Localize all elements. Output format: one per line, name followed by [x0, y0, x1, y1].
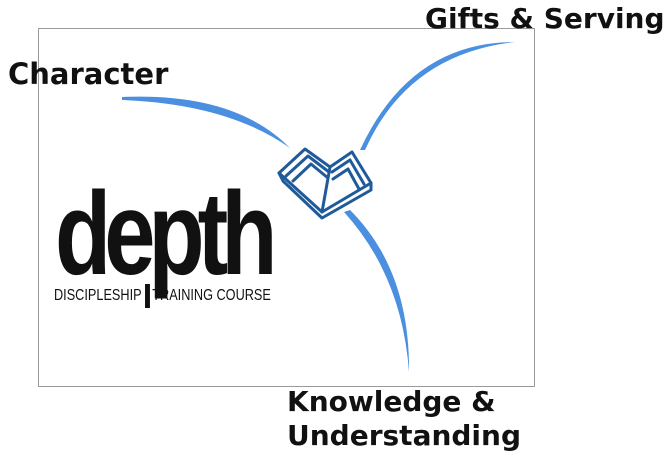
logo-subtitle-left: DISCIPLESHIP — [54, 287, 142, 304]
node-label-knowledge-line1: Knowledge & — [287, 385, 496, 418]
logo-subtitle-right: TRAINING COURSE — [152, 287, 271, 304]
logo-word: depth — [55, 168, 277, 300]
arc-knowledge — [344, 210, 410, 372]
node-label-knowledge-understanding: Knowledge & Understanding — [287, 385, 521, 452]
node-label-knowledge-line2: Understanding — [287, 418, 522, 452]
arc-character — [122, 96, 290, 148]
node-label-character: Character — [8, 57, 169, 91]
arc-gifts — [360, 42, 515, 150]
diagram-frame — [38, 28, 535, 387]
logo-divider-bar — [144, 284, 150, 308]
logo-subtitle: DISCIPLESHIP TRAINING COURSE — [54, 284, 271, 308]
open-book-icon — [277, 147, 373, 220]
node-label-gifts-serving: Gifts & Serving — [425, 2, 665, 35]
